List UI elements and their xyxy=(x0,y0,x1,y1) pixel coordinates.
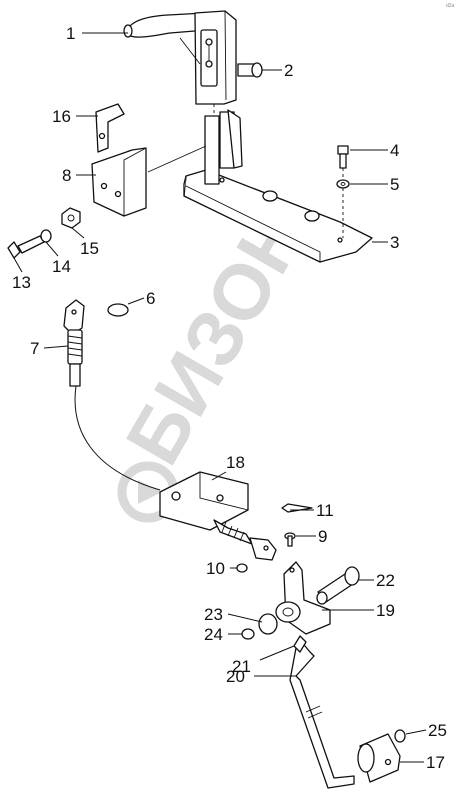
ring-pedal xyxy=(241,628,255,640)
clip xyxy=(95,103,125,153)
leader-6 xyxy=(127,297,145,305)
callout-14: 14 xyxy=(52,257,71,276)
pedal-rod xyxy=(289,639,355,789)
washer-side xyxy=(40,229,52,243)
callout-7: 7 xyxy=(30,339,39,358)
bracket xyxy=(91,147,147,217)
callout-1: 1 xyxy=(66,24,75,43)
leader-25 xyxy=(405,729,427,735)
callout-25: 25 xyxy=(428,721,447,740)
support-plate xyxy=(159,471,249,531)
bolt-side xyxy=(7,235,45,259)
cable xyxy=(74,385,161,491)
cable-clevis xyxy=(63,299,85,387)
leader-21 xyxy=(259,645,295,661)
callout-16: 16 xyxy=(52,107,71,126)
leader-lines xyxy=(13,32,427,763)
assembly-line-bracket xyxy=(147,145,207,173)
leader-7 xyxy=(43,345,69,349)
cotter-pin xyxy=(281,503,313,513)
pedal-pad xyxy=(357,733,401,783)
callout-9: 9 xyxy=(318,527,327,546)
base-plate xyxy=(183,109,373,263)
nut-side xyxy=(61,207,81,229)
callout-20: 20 xyxy=(226,667,245,686)
callout-11: 11 xyxy=(316,501,334,520)
callout-19: 19 xyxy=(376,601,395,620)
rod-clip xyxy=(293,635,307,653)
leader-14 xyxy=(45,241,59,257)
leader-13 xyxy=(13,257,23,273)
bolt-upper xyxy=(337,145,349,169)
callout-labels: 1 2 3 4 5 6 7 8 9 10 11 13 14 15 16 17 1… xyxy=(12,24,447,772)
washer-upper xyxy=(336,179,350,189)
callout-3: 3 xyxy=(390,233,399,252)
washer-small xyxy=(236,563,248,573)
callout-8: 8 xyxy=(62,166,71,185)
callout-22: 22 xyxy=(376,571,395,590)
leader-18 xyxy=(211,471,227,481)
cable-spring xyxy=(213,519,277,561)
ring xyxy=(107,303,129,317)
callout-17: 17 xyxy=(426,753,445,772)
callout-10: 10 xyxy=(206,559,225,578)
callout-13: 13 xyxy=(12,273,31,292)
callout-23: 23 xyxy=(204,605,223,624)
clevis-pin xyxy=(284,532,296,547)
corner-mark: d2a xyxy=(446,3,455,9)
lever-handle xyxy=(123,10,237,105)
shaft xyxy=(316,566,360,605)
callout-24: 24 xyxy=(204,625,223,644)
leader-23 xyxy=(227,613,263,623)
callout-15: 15 xyxy=(80,239,99,258)
callout-18: 18 xyxy=(226,453,245,472)
callout-21: 21 xyxy=(232,657,251,676)
pin xyxy=(237,62,263,78)
washer-pedal-end xyxy=(394,729,406,743)
washer-pedal xyxy=(258,613,278,635)
callout-2: 2 xyxy=(284,61,293,80)
leader-15 xyxy=(71,227,85,239)
callout-5: 5 xyxy=(390,175,399,194)
callout-4: 4 xyxy=(390,141,399,160)
callout-6: 6 xyxy=(146,289,155,308)
